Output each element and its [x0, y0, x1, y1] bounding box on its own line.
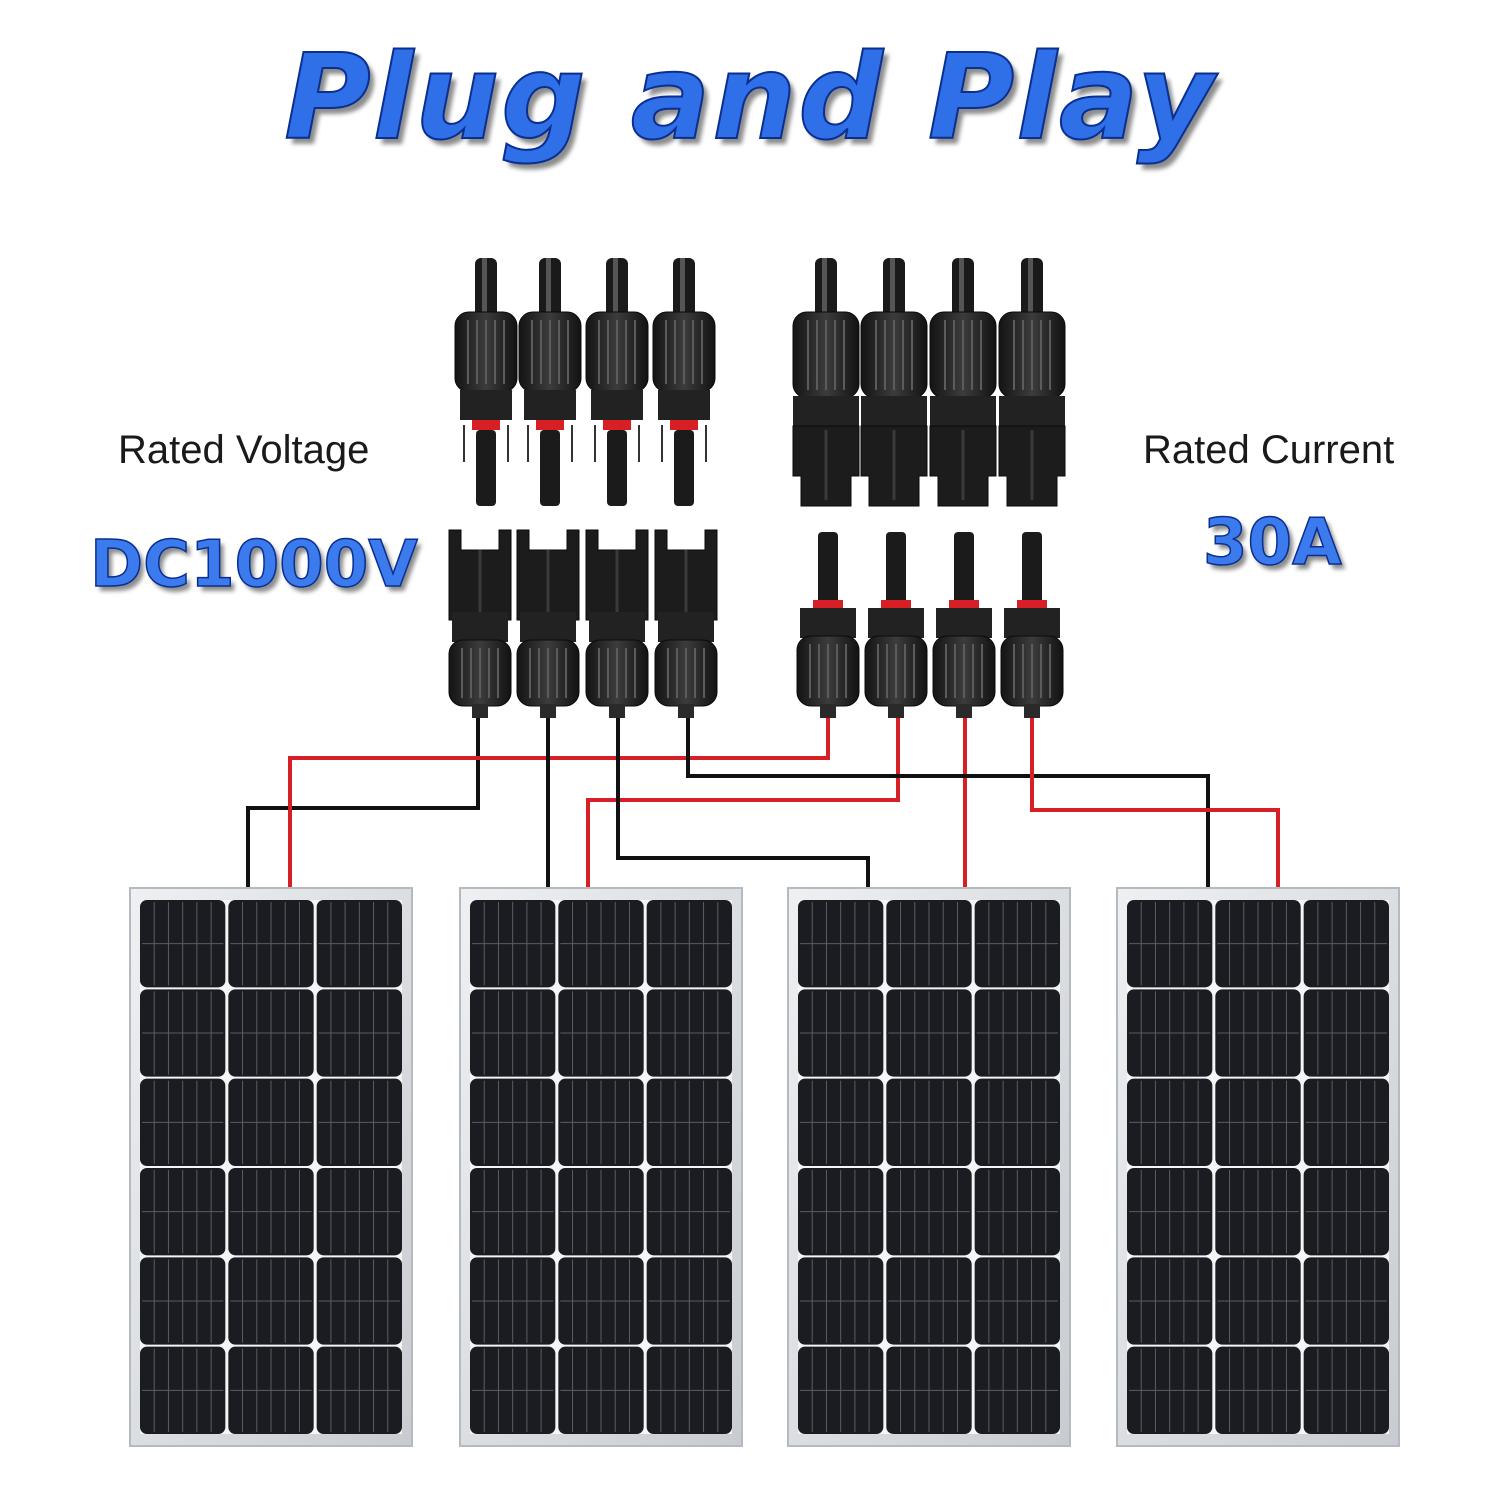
seal-ring — [1017, 600, 1047, 610]
connector-body — [999, 396, 1065, 426]
solar-panel — [787, 887, 1071, 1447]
connector-body — [658, 390, 710, 420]
negative-wire — [616, 715, 870, 888]
negative-wire — [246, 715, 480, 888]
connector-pin — [818, 532, 838, 604]
connector-body — [936, 608, 992, 638]
positive-wire — [586, 715, 900, 888]
cable — [472, 704, 488, 718]
cable — [888, 704, 904, 718]
connector-nut — [792, 311, 860, 399]
connector-nut — [585, 311, 649, 393]
connector-body — [868, 608, 924, 638]
negative-wire — [686, 715, 1210, 888]
connector-nut — [654, 639, 718, 707]
connector-nut — [585, 639, 649, 707]
solar-panel-group — [129, 887, 1400, 1447]
connector-body — [591, 390, 643, 420]
connector-pin — [476, 430, 496, 506]
seal-ring — [670, 420, 698, 430]
rated-voltage-label: Rated Voltage — [118, 428, 370, 472]
connector-nut — [518, 311, 582, 393]
connector-body — [452, 612, 508, 642]
connector-body — [524, 390, 576, 420]
connector-group — [448, 258, 1066, 718]
rated-current-value: 30A — [1202, 505, 1342, 581]
connector-pin — [607, 430, 627, 506]
connector-body — [930, 396, 996, 426]
cable — [956, 704, 972, 718]
headline-title: Plug and Play — [283, 27, 1216, 167]
connector-body — [793, 396, 859, 426]
cable — [540, 704, 556, 718]
rated-current-label: Rated Current — [1143, 428, 1395, 472]
seal-ring — [813, 600, 843, 610]
connector-body — [861, 396, 927, 426]
connector-nut — [796, 635, 860, 707]
connector-nut — [864, 635, 928, 707]
connector-nut — [929, 311, 997, 399]
connector-body — [800, 608, 856, 638]
seal-ring — [949, 600, 979, 610]
cable — [1024, 704, 1040, 718]
wiring — [246, 715, 1280, 888]
connector-body — [589, 612, 645, 642]
connector-pin — [674, 430, 694, 506]
connector-body — [460, 390, 512, 420]
connector-body — [1004, 608, 1060, 638]
connector-nut — [1000, 635, 1064, 707]
connector-body — [658, 612, 714, 642]
solar-panel — [1116, 887, 1400, 1447]
connector-nut — [998, 311, 1066, 399]
connector-pin — [954, 532, 974, 604]
connector-nut — [516, 639, 580, 707]
connector-nut — [652, 311, 716, 393]
seal-ring — [881, 600, 911, 610]
cable — [820, 704, 836, 718]
positive-wire — [288, 715, 830, 888]
cable — [609, 704, 625, 718]
solar-panel — [459, 887, 743, 1447]
connector-nut — [454, 311, 518, 393]
connector-nut — [448, 639, 512, 707]
connector-nut — [860, 311, 928, 399]
solar-panel — [129, 887, 413, 1447]
seal-ring — [603, 420, 631, 430]
connector-pin — [540, 430, 560, 506]
seal-ring — [472, 420, 500, 430]
positive-wire — [1030, 715, 1280, 888]
seal-ring — [536, 420, 564, 430]
connector-body — [520, 612, 576, 642]
connector-pin — [1022, 532, 1042, 604]
connector-nut — [932, 635, 996, 707]
cable — [678, 704, 694, 718]
rated-voltage-value: DC1000V — [89, 527, 418, 603]
connector-pin — [886, 532, 906, 604]
